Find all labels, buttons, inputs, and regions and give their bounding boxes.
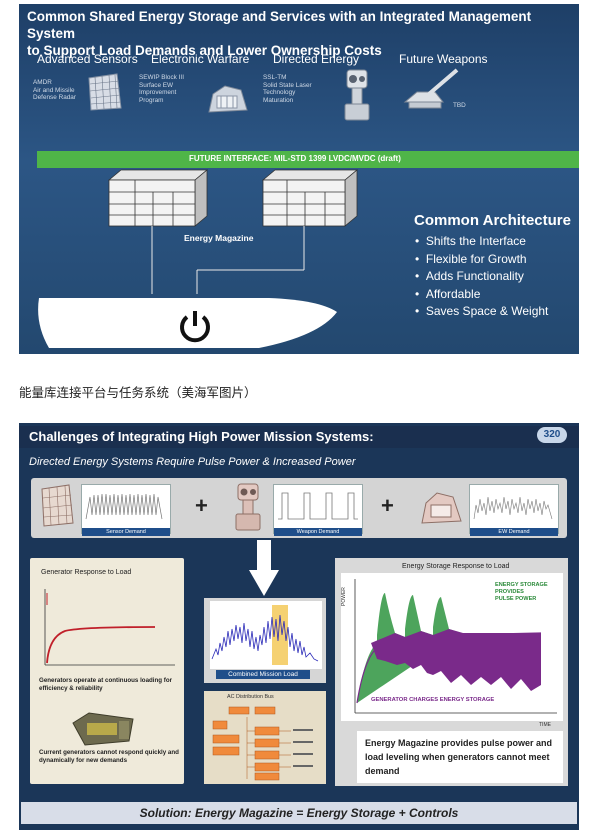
slide-header <box>19 426 579 448</box>
laser-turret-icon <box>235 483 261 531</box>
legend-green: ENERGY STORAGE PROVIDES PULSE POWER <box>495 582 548 603</box>
weapon-demand-plot <box>278 492 358 520</box>
gun-icon <box>403 68 459 109</box>
generator-title: Generator Response to Load <box>41 569 132 576</box>
bullet-text: Flexible for Growth <box>425 252 527 266</box>
desc-line: Program <box>139 96 164 104</box>
desc-line: Surface EW <box>139 81 174 89</box>
generator-text-2: Current generators cannot respond quickl… <box>39 749 179 764</box>
energy-magazine-cubes <box>107 169 359 294</box>
bullet-text: Saves Space & Weight <box>425 304 549 318</box>
radar-icon <box>88 73 122 111</box>
sensor-demand-label: Sensor Demand <box>82 528 170 536</box>
desc-line: SEWIP Block III <box>139 74 184 81</box>
ew-demand-panel: EW Demand <box>469 484 559 536</box>
ac-distribution-title: AC Distribution Bus <box>227 694 274 700</box>
plus-sign: + <box>195 493 208 518</box>
desc-line: Defense Radar <box>33 94 76 101</box>
x-axis-label: TIME <box>539 722 551 728</box>
figure-caption: 能量库连接平台与任务系统（美海军图片） <box>19 385 257 400</box>
solution-banner <box>21 802 577 824</box>
ew-demand-label: EW Demand <box>470 528 558 536</box>
legend-line: PULSE POWER <box>495 596 537 602</box>
bullet-text: Adds Functionality <box>425 269 524 283</box>
challenges-slide: Challenges of Integrating High Power Mis… <box>19 423 579 830</box>
combined-load-plot <box>210 601 322 669</box>
weapon-demand-panel: Weapon Demand <box>273 484 363 536</box>
title-line-2: to Support Load Demands and Lower Owners… <box>27 43 382 58</box>
bullet-item: • Adds Functionality <box>415 269 524 283</box>
desc-line: Technology <box>263 89 296 96</box>
legend-line: PROVIDES <box>495 589 524 595</box>
bullet-text: Shifts the Interface <box>425 234 526 248</box>
down-arrow <box>249 540 279 596</box>
ew-desc: SEWIP Block III Surface EW Improvement P… <box>139 74 184 104</box>
ew-array-icon <box>208 85 248 113</box>
desc-line: Air and Missile <box>33 86 75 94</box>
architecture-slide: Common Shared Energy Storage and Service… <box>19 4 579 354</box>
bullet-item: • Saves Space & Weight <box>415 304 549 318</box>
desc-line: Improvement <box>139 89 177 96</box>
logo-badge: 320 <box>537 427 567 443</box>
ac-distribution-diagram <box>212 706 313 781</box>
column-heading-de: Directed Energy <box>273 52 360 66</box>
interface-bar-label: FUTURE INTERFACE: MIL-STD 1399 LVDC/MVDC… <box>189 154 401 163</box>
desc-line: Maturation <box>263 96 294 104</box>
generator-panel <box>30 558 184 784</box>
storage-response-title: Energy Storage Response to Load <box>402 563 510 570</box>
desc-line: AMDR <box>33 79 52 86</box>
generator-machine-icon <box>72 712 134 746</box>
weapons-desc: TBD <box>453 102 466 109</box>
column-heading-weapons: Future Weapons <box>399 52 488 66</box>
ship-hull <box>38 298 337 348</box>
legend-purple: GENERATOR CHARGES ENERGY STORAGE <box>371 697 495 703</box>
desc-line: SSL-TM <box>263 74 287 81</box>
magazine-text: Energy Magazine provides pulse power and… <box>365 738 553 776</box>
bullet-item: • Affordable <box>415 287 481 301</box>
interface-bar <box>37 151 579 168</box>
magazine-text-box <box>357 731 563 783</box>
title-line-1: Common Shared Energy Storage and Service… <box>27 9 532 41</box>
power-icon <box>180 311 210 343</box>
weapon-demand-label: Weapon Demand <box>274 528 362 536</box>
slide-title: Challenges of Integrating High Power Mis… <box>29 429 374 444</box>
laser-turret-icon <box>344 69 370 121</box>
ew-array-icon <box>421 492 462 524</box>
solution-text: Solution: Energy Magazine = Energy Stora… <box>139 806 459 820</box>
de-desc: SSL-TM Solid State Laser Technology Matu… <box>263 74 312 104</box>
generator-text-1: Generators operate at continuous loading… <box>39 677 173 692</box>
column-heading-ew: Electronic Warfare <box>151 52 250 66</box>
slide-title: Common Shared Energy Storage and Service… <box>27 8 547 59</box>
architecture-title: Common Architecture <box>414 212 571 229</box>
sensor-demand-plot <box>85 493 163 520</box>
sensor-demand-panel: Sensor Demand <box>81 484 171 536</box>
slide-subtitle: Directed Energy Systems Require Pulse Po… <box>29 456 356 468</box>
bullet-text: Affordable <box>425 287 481 301</box>
bullet-item: • Shifts the Interface <box>415 234 526 248</box>
sensors-desc: AMDR Air and Missile Defense Radar <box>33 79 76 102</box>
energy-magazine-label: Energy Magazine <box>184 233 254 243</box>
desc-line: Solid State Laser <box>263 81 312 89</box>
generator-response-plot <box>44 589 175 666</box>
bullet-item: • Flexible for Growth <box>415 252 527 266</box>
radar-icon <box>41 484 74 527</box>
ew-demand-plot <box>473 496 553 520</box>
legend-line: ENERGY STORAGE <box>495 582 548 588</box>
combined-load-label: Combined Mission Load <box>216 670 310 679</box>
y-axis-label: POWER <box>341 587 347 606</box>
plus-sign: + <box>381 493 394 518</box>
column-heading-sensors: Advanced Sensors <box>37 52 138 66</box>
storage-response-plot <box>341 573 563 721</box>
